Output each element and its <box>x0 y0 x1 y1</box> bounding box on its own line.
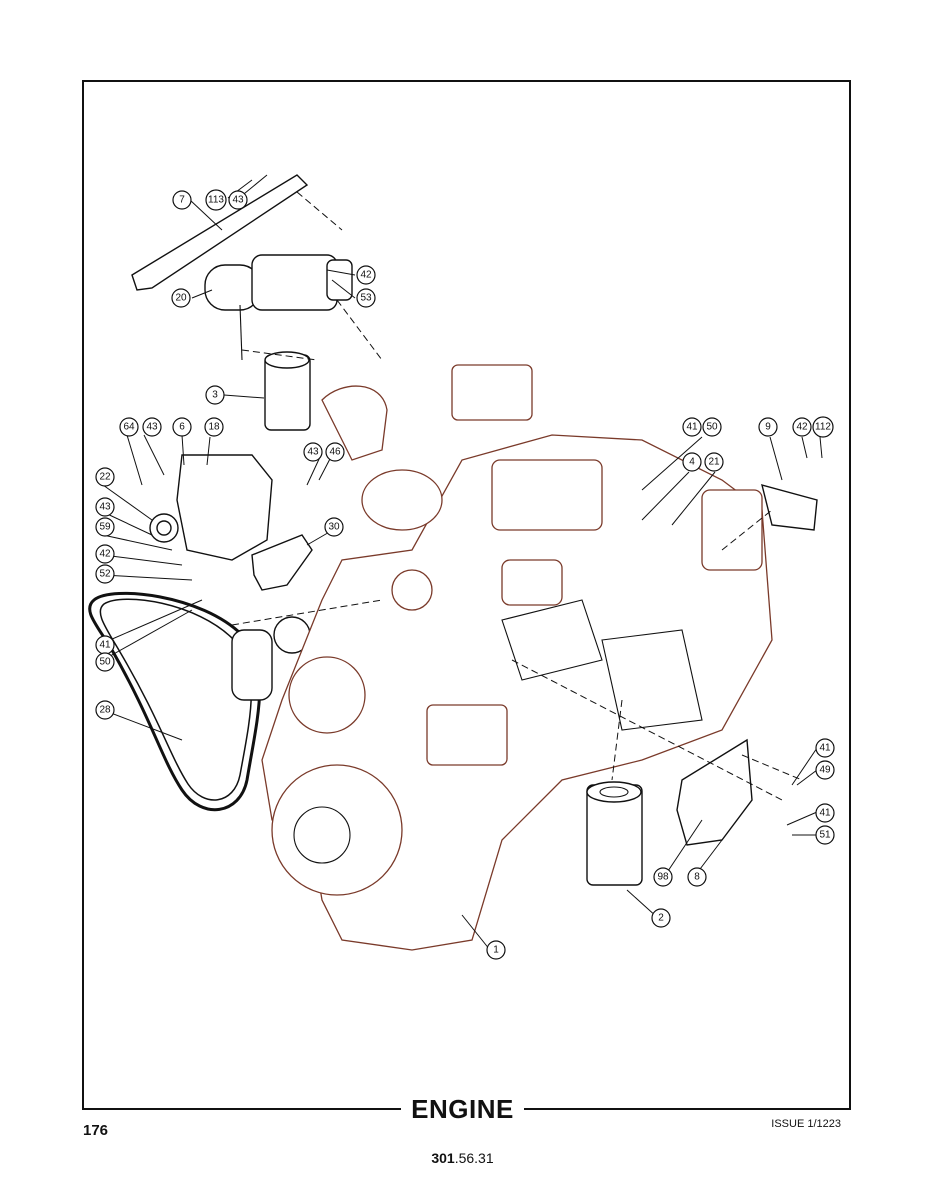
callout-42-left: 42 <box>95 544 115 564</box>
callout-2: 2 <box>651 908 671 928</box>
svg-text:20: 20 <box>175 293 187 304</box>
callout-53: 53 <box>356 288 376 308</box>
alternator-part <box>149 454 273 561</box>
mounting-bracket-part <box>676 738 753 846</box>
svg-text:2: 2 <box>658 913 664 924</box>
callout-42-right: 42 <box>792 417 812 437</box>
callout-42-top: 42 <box>356 265 376 285</box>
svg-text:43: 43 <box>146 422 158 433</box>
callout-41-right-a: 41 <box>815 738 835 758</box>
callout-7: 7 <box>172 190 192 210</box>
callout-20: 20 <box>171 288 191 308</box>
alternator-bracket-part <box>251 534 313 591</box>
callout-28: 28 <box>95 700 115 720</box>
callout-113: 113 <box>205 189 227 211</box>
starter-motor-part <box>204 254 353 361</box>
callout-1: 1 <box>486 940 506 960</box>
page-number: 176 <box>83 1122 109 1139</box>
svg-text:59: 59 <box>99 522 111 533</box>
part-number-rest: .56.31 <box>454 1150 494 1166</box>
svg-text:8: 8 <box>694 872 700 883</box>
svg-text:50: 50 <box>99 657 111 668</box>
svg-text:41: 41 <box>819 808 831 819</box>
callout-3: 3 <box>205 385 225 405</box>
callout-50-top: 50 <box>702 417 722 437</box>
page-title: ENGINE <box>0 1094 925 1125</box>
svg-text:22: 22 <box>99 472 111 483</box>
callout-51: 51 <box>815 825 835 845</box>
svg-text:18: 18 <box>208 422 220 433</box>
callout-50-left: 50 <box>95 652 115 672</box>
callout-4: 4 <box>682 452 702 472</box>
fuel-filter-part <box>264 351 311 431</box>
callout-6: 6 <box>172 417 192 437</box>
callout-18: 18 <box>204 417 224 437</box>
callout-59: 59 <box>95 517 115 537</box>
svg-text:41: 41 <box>99 640 111 651</box>
svg-text:3: 3 <box>212 390 218 401</box>
svg-text:30: 30 <box>328 522 340 533</box>
callout-52: 52 <box>95 564 115 584</box>
callout-98: 98 <box>653 867 673 887</box>
svg-text:41: 41 <box>819 743 831 754</box>
callout-43-alt: 43 <box>142 417 162 437</box>
belt-part <box>88 591 262 812</box>
svg-text:42: 42 <box>360 270 372 281</box>
svg-text:9: 9 <box>765 422 771 433</box>
callout-43-left: 43 <box>95 497 115 517</box>
svg-text:50: 50 <box>706 422 718 433</box>
callout-41-right-b: 41 <box>815 803 835 823</box>
issue-label: ISSUE 1/1223 <box>771 1118 841 1130</box>
svg-text:98: 98 <box>657 872 669 883</box>
callout-21: 21 <box>704 452 724 472</box>
exploded-parts-diagram: 7 113 43 42 53 20 3 64 43 6 18 43 46 30 … <box>88 174 835 960</box>
svg-text:4: 4 <box>689 457 695 468</box>
support-bracket-part <box>761 484 818 531</box>
svg-text:52: 52 <box>99 569 111 580</box>
svg-text:7: 7 <box>179 195 185 206</box>
callout-43-right: 43 <box>303 442 323 462</box>
part-number-bold: 301 <box>431 1150 455 1166</box>
callout-30: 30 <box>324 517 344 537</box>
svg-text:53: 53 <box>360 293 372 304</box>
callout-41-left: 41 <box>95 635 115 655</box>
svg-text:49: 49 <box>819 765 831 776</box>
callout-22: 22 <box>95 467 115 487</box>
svg-text:41: 41 <box>686 422 698 433</box>
belt-tensioner-part <box>231 616 311 701</box>
callout-43-top: 43 <box>228 190 248 210</box>
engine-block-part <box>261 364 773 951</box>
svg-text:43: 43 <box>232 195 244 206</box>
callout-46: 46 <box>325 442 345 462</box>
svg-text:1: 1 <box>493 945 499 956</box>
bracket-part <box>131 174 309 291</box>
svg-text:6: 6 <box>179 422 185 433</box>
oil-filter-part <box>586 781 643 886</box>
svg-text:113: 113 <box>208 195 224 206</box>
svg-text:51: 51 <box>819 830 831 841</box>
svg-text:112: 112 <box>815 422 831 433</box>
svg-text:28: 28 <box>99 705 111 716</box>
svg-text:21: 21 <box>708 457 720 468</box>
callout-112: 112 <box>812 416 834 438</box>
document-part-number: 301.56.31 <box>0 1150 925 1166</box>
callout-9: 9 <box>758 417 778 437</box>
callout-64: 64 <box>119 417 139 437</box>
svg-text:42: 42 <box>796 422 808 433</box>
svg-text:43: 43 <box>307 447 319 458</box>
svg-text:42: 42 <box>99 549 111 560</box>
svg-text:46: 46 <box>329 447 341 458</box>
callout-41-top: 41 <box>682 417 702 437</box>
svg-text:64: 64 <box>123 422 135 433</box>
page-title-text: ENGINE <box>401 1094 524 1124</box>
svg-text:43: 43 <box>99 502 111 513</box>
callout-8: 8 <box>687 867 707 887</box>
callout-49: 49 <box>815 760 835 780</box>
